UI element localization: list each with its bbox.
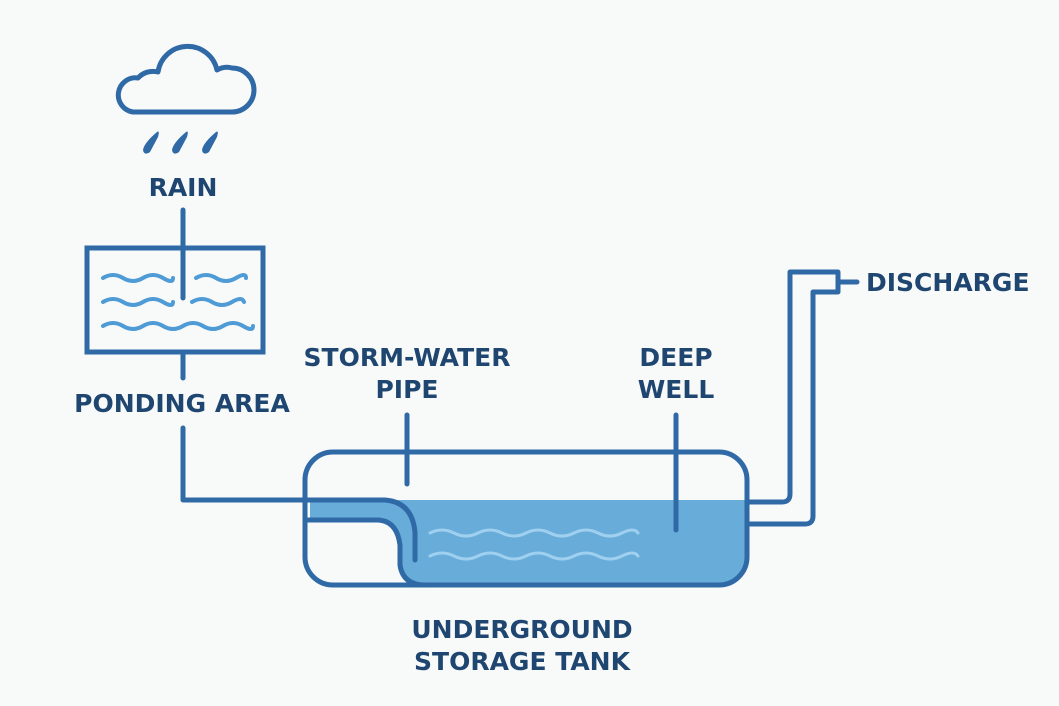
ponding-area-box <box>84 245 266 355</box>
raindrop-icon <box>202 131 218 154</box>
ponding-area-label: PONDING AREA <box>74 389 290 418</box>
cloud-icon <box>115 43 257 115</box>
deep-well-label-line2: WELL <box>638 375 715 404</box>
raindrop-icon <box>143 131 159 154</box>
underground-tank-label-line1: UNDERGROUND <box>411 615 632 644</box>
pipe-water <box>310 500 415 560</box>
storm-water-pipe <box>180 425 418 563</box>
raindrop-icon <box>172 131 188 154</box>
discharge-pipe-outer <box>747 269 841 505</box>
storm-water-pipe-label-line1: STORM-WATER <box>304 343 511 372</box>
underground-tank-label-line2: STORAGE TANK <box>414 647 632 676</box>
tank-water <box>310 500 745 585</box>
discharge-label: DISCHARGE <box>866 268 1030 297</box>
discharge-pipe-inner <box>747 282 841 527</box>
rain-label: RAIN <box>149 173 218 202</box>
raindrops-icon <box>143 131 218 154</box>
ponding-waves <box>101 273 255 331</box>
deep-well-label-line1: DEEP <box>639 343 712 372</box>
storm-water-pipe-inner <box>304 517 428 588</box>
tank-waves <box>428 528 640 561</box>
storm-water-pipe-label-line2: PIPE <box>375 375 438 404</box>
